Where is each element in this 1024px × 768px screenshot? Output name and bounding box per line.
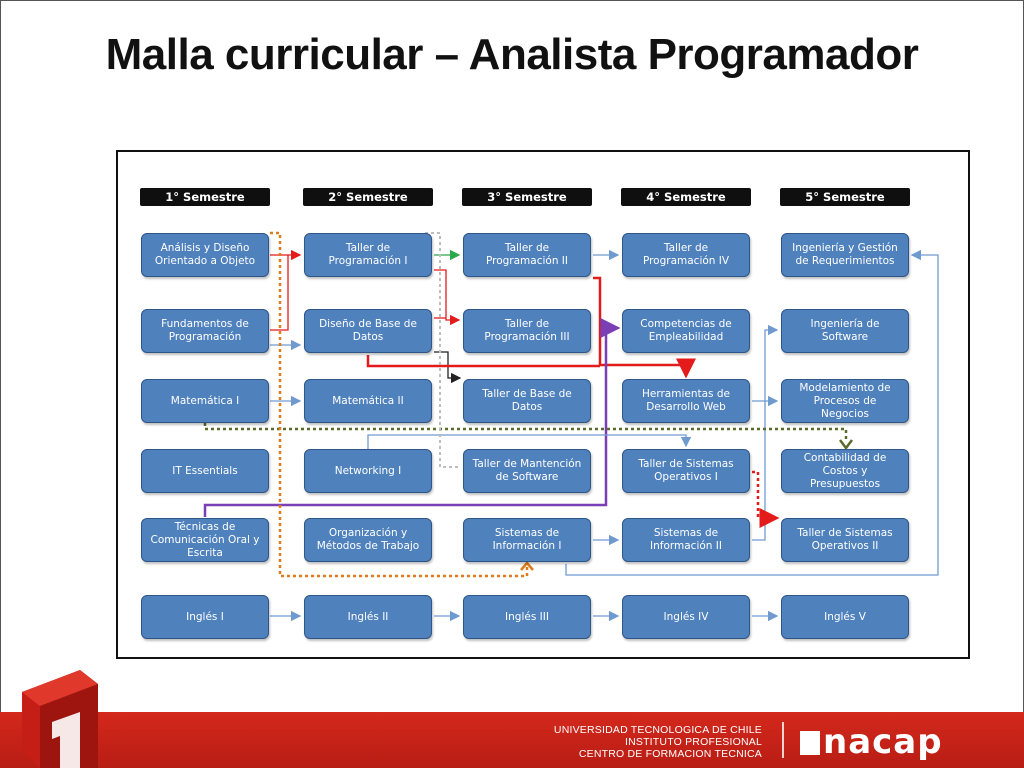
course-ingles-4: Inglés IV <box>622 595 750 639</box>
course-taller-sistemas-operativos-2: Taller de Sistemas Operativos II <box>781 518 909 562</box>
course-ingles-5: Inglés V <box>781 595 909 639</box>
semester-header-3: 3° Semestre <box>462 188 592 206</box>
semester-header-1: 1° Semestre <box>140 188 270 206</box>
footer-line-2: INSTITUTO PROFESIONAL <box>624 736 762 748</box>
course-ingenieria-requerimientos: Ingeniería y Gestión de Requerimientos <box>781 233 909 277</box>
course-tecnicas-comunicacion: Técnicas de Comunicación Oral y Escrita <box>141 518 269 562</box>
course-it-essentials: IT Essentials <box>141 449 269 493</box>
footer-line-3: CENTRO DE FORMACION TECNICA <box>578 748 762 760</box>
course-taller-programacion-2: Taller de Programación II <box>463 233 591 277</box>
course-matematica-2: Matemática II <box>304 379 432 423</box>
footer-divider <box>782 722 784 758</box>
course-taller-programacion-1: Taller de Programación I <box>304 233 432 277</box>
course-analisis-diseno: Análisis y Diseño Orientado a Objeto <box>141 233 269 277</box>
logo-square-icon <box>800 731 820 755</box>
semester-header-4: 4° Semestre <box>621 188 751 206</box>
course-organizacion-metodos: Organización y Métodos de Trabajo <box>304 518 432 562</box>
course-taller-programacion-4: Taller de Programación IV <box>622 233 750 277</box>
course-matematica-1: Matemática I <box>141 379 269 423</box>
semester-header-5: 5° Semestre <box>780 188 910 206</box>
course-fundamentos-programacion: Fundamentos de Programación <box>141 309 269 353</box>
page-title: Malla curricular – Analista Programador <box>105 30 919 79</box>
course-herramientas-desarrollo-web: Herramientas de Desarrollo Web <box>622 379 750 423</box>
course-taller-programacion-3: Taller de Programación III <box>463 309 591 353</box>
course-sistemas-informacion-1: Sistemas de Información I <box>463 518 591 562</box>
course-ingenieria-software: Ingeniería de Software <box>781 309 909 353</box>
inacap-cube-graphic <box>22 670 98 768</box>
course-taller-mantencion-software: Taller de Mantención de Software <box>463 449 591 493</box>
course-sistemas-informacion-2: Sistemas de Información II <box>622 518 750 562</box>
logo-text: nacap <box>823 722 943 762</box>
inacap-logo: nacap <box>800 722 943 762</box>
course-taller-sistemas-operativos-1: Taller de Sistemas Operativos I <box>622 449 750 493</box>
semester-header-2: 2° Semestre <box>303 188 433 206</box>
footer-line-1: UNIVERSIDAD TECNOLOGICA DE CHILE <box>553 724 762 736</box>
course-competencias-empleabilidad: Competencias de Empleabilidad <box>622 309 750 353</box>
course-modelamiento-procesos: Modelamiento de Procesos de Negocios <box>781 379 909 423</box>
course-taller-base-datos: Taller de Base de Datos <box>463 379 591 423</box>
course-diseno-base-datos: Diseño de Base de Datos <box>304 309 432 353</box>
course-ingles-2: Inglés II <box>304 595 432 639</box>
course-ingles-1: Inglés I <box>141 595 269 639</box>
course-contabilidad-costos: Contabilidad de Costos y Presupuestos <box>781 449 909 493</box>
course-networking-1: Networking I <box>304 449 432 493</box>
course-ingles-3: Inglés III <box>463 595 591 639</box>
footer-bar <box>0 712 1024 768</box>
